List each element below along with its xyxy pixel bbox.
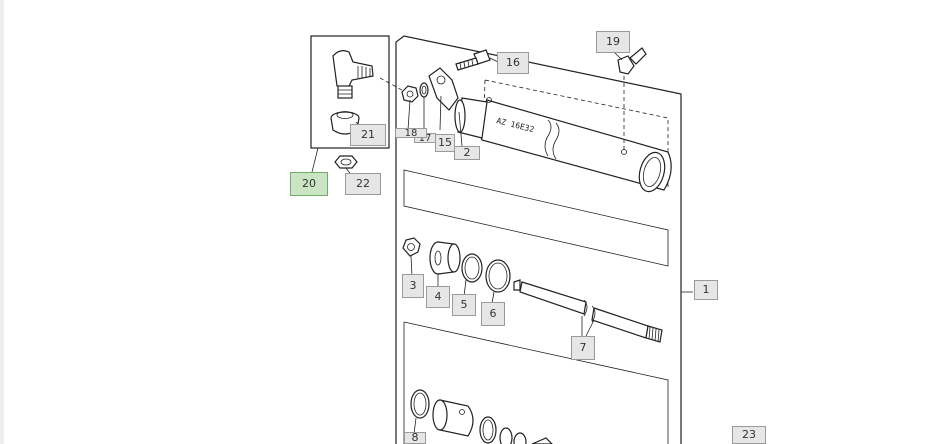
callout-16[interactable]: 16	[497, 52, 529, 74]
middle-group-outline	[403, 169, 669, 267]
bottom-group-outline	[403, 321, 669, 444]
callout-7[interactable]: 7	[571, 336, 595, 360]
piston-and-rod	[402, 237, 663, 343]
left-edge-bar	[0, 0, 4, 444]
callout-2[interactable]: 2	[454, 146, 480, 160]
bolt-16	[455, 49, 499, 71]
callout-3[interactable]: 3	[402, 274, 424, 298]
callout-18[interactable]: 18	[395, 128, 427, 139]
callout-1[interactable]: 1	[694, 280, 718, 300]
cylinder-barrel	[454, 79, 672, 193]
assembly-frame	[395, 35, 682, 444]
callout-6[interactable]: 6	[481, 302, 505, 326]
callout-4[interactable]: 4	[426, 286, 450, 308]
callout-15[interactable]: 15	[435, 134, 455, 152]
callout-21[interactable]: 21	[350, 124, 386, 146]
callout-22[interactable]: 22	[345, 173, 381, 195]
washers-17-18	[379, 77, 429, 133]
gland-and-seals	[410, 389, 553, 444]
grease-fitting-19	[611, 47, 647, 150]
callout-20[interactable]: 20	[290, 172, 328, 196]
callout-23[interactable]: 23	[732, 426, 766, 444]
callout-19[interactable]: 19	[596, 31, 630, 53]
ball-joint-inset	[310, 35, 390, 177]
callout-5[interactable]: 5	[452, 294, 476, 316]
clevis-bracket	[428, 67, 459, 131]
callout-8[interactable]: 8	[404, 432, 426, 444]
